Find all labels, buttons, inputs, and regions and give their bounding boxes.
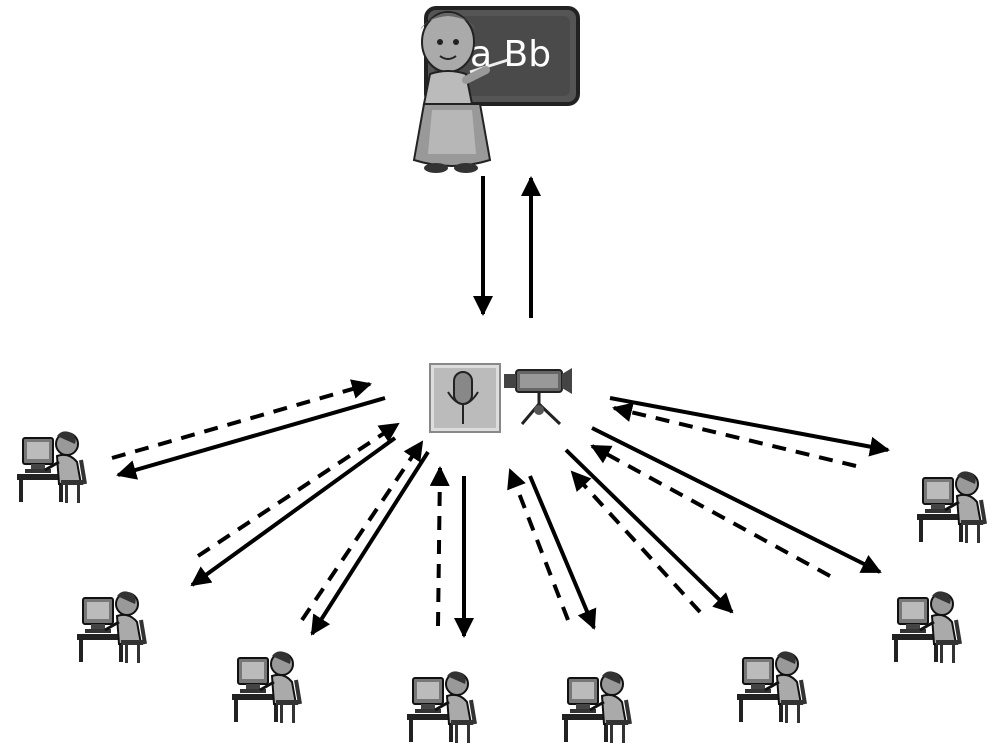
student-at-computer-icon	[735, 649, 807, 725]
student-to-hub-dashed-arrow	[196, 422, 400, 558]
teacher-links	[473, 176, 541, 318]
student-to-hub-dashed-arrow	[429, 466, 450, 627]
hub-to-student-arrow	[310, 450, 430, 636]
student-at-computer-icon	[890, 589, 962, 665]
teacher-icon: a Bb	[412, 6, 580, 173]
microphone-icon	[429, 363, 501, 433]
student-to-hub-dashed-arrow	[612, 402, 857, 468]
student-to-hub-dashed-arrow	[300, 440, 424, 622]
students	[15, 429, 987, 745]
hub	[429, 363, 572, 433]
hub-to-student-arrow	[564, 448, 734, 614]
hub-to-student-arrow	[591, 426, 882, 574]
hub-to-student-arrow	[190, 436, 397, 587]
student-at-computer-icon	[230, 649, 302, 725]
video-camera-icon	[504, 368, 572, 426]
hub-to-student-arrow	[116, 396, 386, 480]
student-links	[111, 379, 890, 638]
student-to-hub-dashed-arrow	[111, 379, 372, 460]
student-to-hub-dashed-arrow	[570, 470, 702, 614]
student-at-computer-icon	[915, 469, 987, 545]
hub-to-student-arrow	[609, 396, 890, 457]
hub-to-student-arrow	[528, 475, 597, 630]
student-to-hub-dashed-arrow	[590, 444, 831, 578]
student-at-computer-icon	[15, 429, 87, 505]
student-at-computer-icon	[560, 669, 632, 745]
student-at-computer-icon	[405, 669, 477, 745]
student-to-hub-dashed-arrow	[507, 468, 570, 621]
student-at-computer-icon	[75, 589, 147, 665]
